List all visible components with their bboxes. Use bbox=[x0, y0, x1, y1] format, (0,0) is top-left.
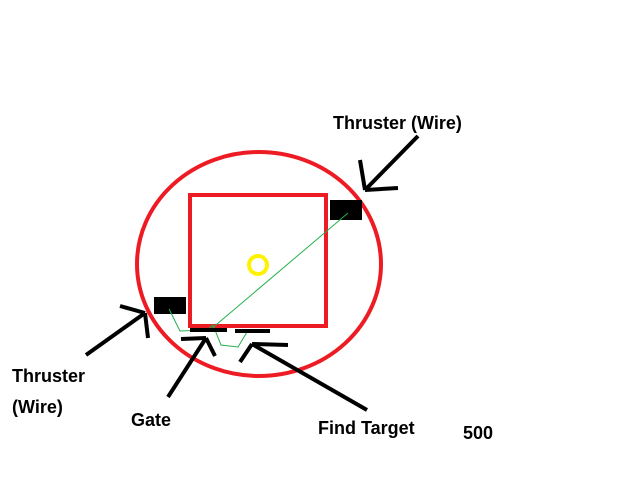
label-gate: Gate bbox=[131, 410, 172, 430]
thruster-left-block bbox=[154, 297, 186, 314]
label-number: 500 bbox=[463, 423, 494, 443]
label-thruster-left-line1: Thruster bbox=[12, 366, 86, 386]
label-thruster-top: Thruster (Wire) bbox=[333, 113, 462, 133]
arrow-thruster-left bbox=[84, 304, 150, 357]
inner-square bbox=[188, 193, 328, 328]
label-thruster-left-line2: (Wire) bbox=[12, 397, 63, 417]
arrow-gate bbox=[166, 336, 217, 399]
label-find-target: Find Target bbox=[318, 418, 415, 438]
arrow-find-target bbox=[238, 342, 368, 412]
outer-circle bbox=[135, 150, 383, 378]
thruster-top-block bbox=[330, 200, 362, 220]
center-marker bbox=[247, 254, 269, 276]
wire-diagonal bbox=[209, 212, 349, 331]
arrow-thruster-top bbox=[358, 134, 420, 192]
wire-lower-path bbox=[168, 308, 248, 348]
